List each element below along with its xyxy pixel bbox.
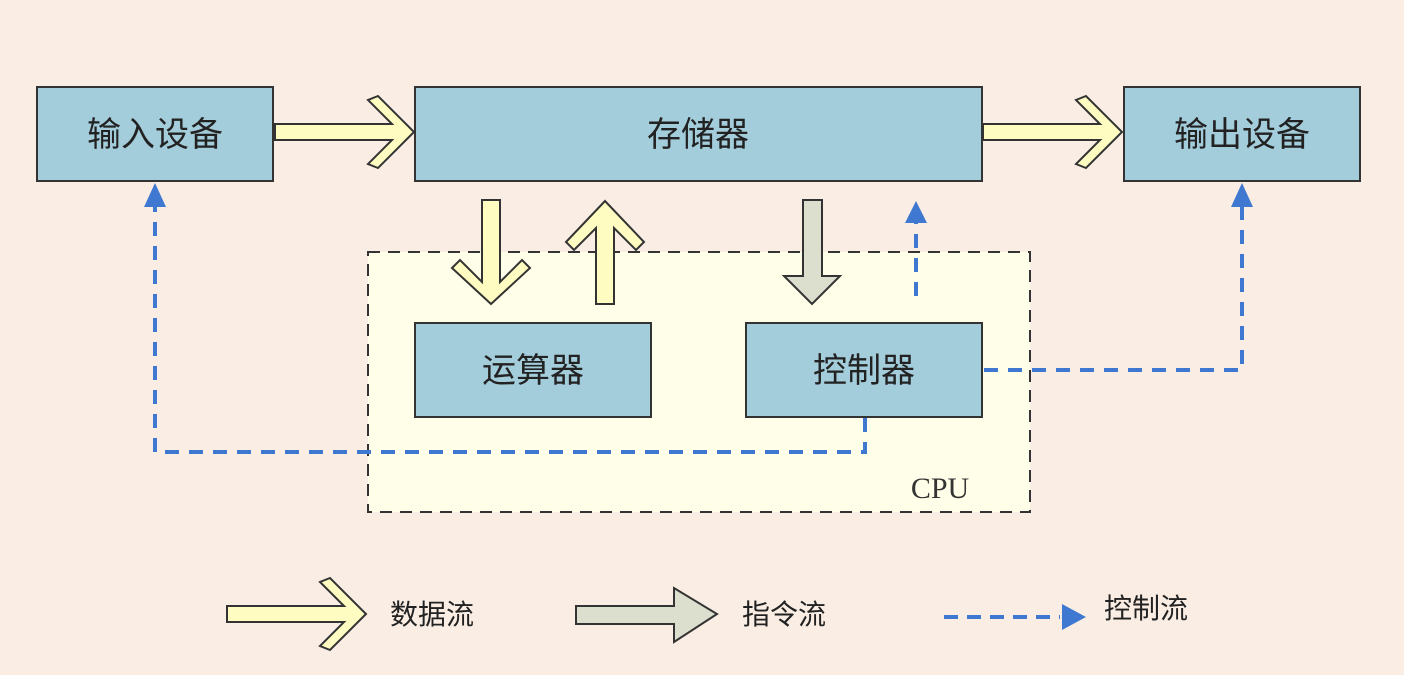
data-arrow-input-to-memory	[274, 94, 416, 170]
data-arrow-memory-to-alu	[450, 199, 532, 306]
legend-data-flow-label: 数据流	[390, 598, 474, 631]
legend-instruction-flow-arrow	[575, 586, 719, 644]
input-device-box	[36, 86, 274, 182]
output-device-label: 输出设备	[1174, 115, 1310, 155]
cpu-label: CPU	[911, 472, 970, 505]
input-device-label: 输入设备	[87, 115, 223, 155]
alu-box	[414, 322, 652, 418]
component-boxes	[36, 86, 1361, 418]
control-arrowhead-memory	[905, 201, 927, 223]
output-device-box	[1123, 86, 1361, 182]
controller-box	[745, 322, 983, 418]
data-arrow-memory-to-output	[982, 94, 1124, 170]
memory-box	[414, 86, 983, 182]
instruction-arrow-memory-to-controller	[781, 199, 843, 306]
legend-instruction-flow-label: 指令流	[742, 598, 826, 631]
legend-data-flow-arrow	[226, 576, 368, 652]
legend-control-flow-arrowhead	[1062, 604, 1086, 630]
control-line-to-input	[153, 206, 867, 454]
control-arrowhead-output	[1231, 183, 1253, 207]
control-flow-lines	[153, 206, 1244, 454]
controller-label: 控制器	[813, 351, 915, 391]
alu-label: 运算器	[482, 351, 584, 391]
control-arrowhead-input	[144, 183, 166, 207]
data-flow-arrows	[274, 94, 1124, 306]
control-line-to-output	[984, 206, 1244, 372]
memory-label: 存储器	[647, 115, 749, 155]
data-arrow-alu-to-memory	[564, 199, 646, 305]
control-flow-arrowheads	[144, 183, 1253, 223]
legend-control-flow-label: 控制流	[1104, 592, 1188, 625]
legend: 数据流 指令流 控制流	[226, 576, 1188, 652]
